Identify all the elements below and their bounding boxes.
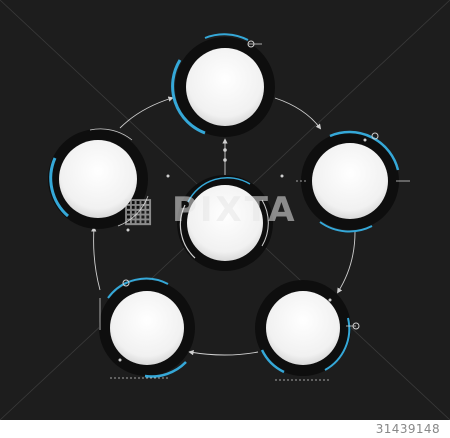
stock-id: 31439148 — [375, 422, 440, 436]
node-bottom-right — [255, 280, 360, 381]
connector-bottomright-bottomleft — [188, 349, 259, 356]
stock-footer: 31439148 — [0, 420, 450, 438]
decor-ticks — [118, 138, 367, 362]
node-bottom-left-disc — [110, 291, 184, 365]
connector-bottomleft-left — [91, 226, 101, 291]
node-left — [48, 128, 149, 229]
node-right-disc — [312, 143, 388, 219]
connector-top-right — [274, 97, 322, 130]
node-bottom-left — [99, 277, 195, 379]
cycle-diagram — [0, 0, 450, 420]
node-center — [177, 175, 273, 271]
cycle-connectors — [91, 96, 356, 356]
connector-left-top — [119, 96, 174, 129]
diagram-canvas: ▦ PIXTA — [0, 0, 450, 420]
node-left-disc — [59, 140, 137, 218]
node-top — [171, 33, 275, 137]
connector-right-bottomright — [337, 231, 356, 294]
node-center-disc — [187, 185, 263, 261]
node-bottom-right-disc — [266, 291, 340, 365]
node-right — [296, 130, 410, 233]
node-top-disc — [186, 48, 264, 126]
